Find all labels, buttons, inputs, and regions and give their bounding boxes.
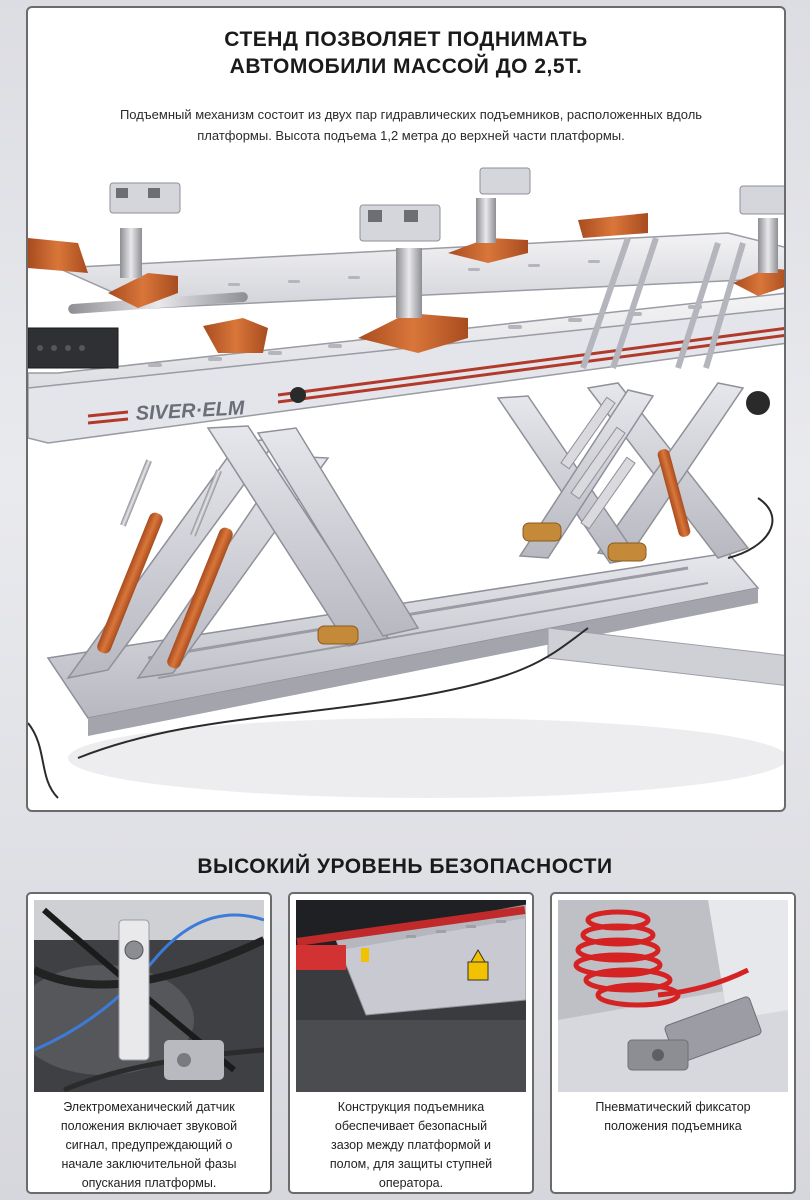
overview-title: СТЕНД ПОЗВОЛЯЕТ ПОДНИМАТЬ АВТОМОБИЛИ МАС… (28, 26, 784, 80)
lift-bench-illustration: SIVER·ELM (28, 167, 784, 799)
caption-line: оператора. (378, 1176, 444, 1190)
caption-line: Конструкция подъемника (337, 1100, 485, 1114)
position-sensor-caption: Электромеханический датчик положения вкл… (34, 1098, 264, 1192)
caption-line: положения включает звуковой (60, 1119, 238, 1133)
overview-title-line1: СТЕНД ПОЗВОЛЯЕТ ПОДНИМАТЬ (224, 28, 588, 51)
safety-card-floor-clearance: Конструкция подъемника обеспечивает безо… (288, 892, 534, 1194)
floor-clearance-photo (296, 900, 526, 1092)
caption-line: сигнал, предупреждающий о (65, 1138, 233, 1152)
floor-clearance-caption: Конструкция подъемника обеспечивает безо… (296, 1098, 526, 1192)
svg-text:SIVER·ELM: SIVER·ELM (135, 397, 246, 425)
overview-description: Подъемный механизм состоит из двух пар г… (58, 104, 764, 146)
caption-line: полом, для защиты ступней (329, 1157, 493, 1171)
caption-line: начале заключительной фазы (61, 1157, 237, 1171)
safety-card-pneumatic-lock: Пневматический фиксатор положения подъем… (550, 892, 796, 1194)
overview-title-line2: АВТОМОБИЛИ МАССОЙ ДО 2,5т. (229, 55, 583, 78)
overview-description-line1: Подъемный механизм состоит из двух пар г… (119, 107, 703, 122)
caption-line: положения подъемника (604, 1119, 742, 1133)
caption-line: Пневматический фиксатор (595, 1100, 751, 1114)
caption-line: Электромеханический датчик (63, 1100, 235, 1114)
lift-overview-panel: СТЕНД ПОЗВОЛЯЕТ ПОДНИМАТЬ АВТОМОБИЛИ МАС… (26, 6, 786, 812)
pneumatic-lock-photo (558, 900, 788, 1092)
position-sensor-photo (34, 900, 264, 1092)
pneumatic-lock-caption: Пневматический фиксатор положения подъем… (558, 1098, 788, 1136)
safety-section-title: ВЫСОКИЙ УРОВЕНЬ БЕЗОПАСНОСТИ (197, 855, 613, 878)
caption-line: опускания платформы. (81, 1176, 217, 1190)
overview-description-line2: платформы. Высота подъема 1,2 метра до в… (197, 128, 625, 143)
caption-line: обеспечивает безопасный (334, 1119, 488, 1133)
safety-card-position-sensor: Электромеханический датчик положения вкл… (26, 892, 272, 1194)
caption-line: зазор между платформой и (331, 1138, 491, 1152)
